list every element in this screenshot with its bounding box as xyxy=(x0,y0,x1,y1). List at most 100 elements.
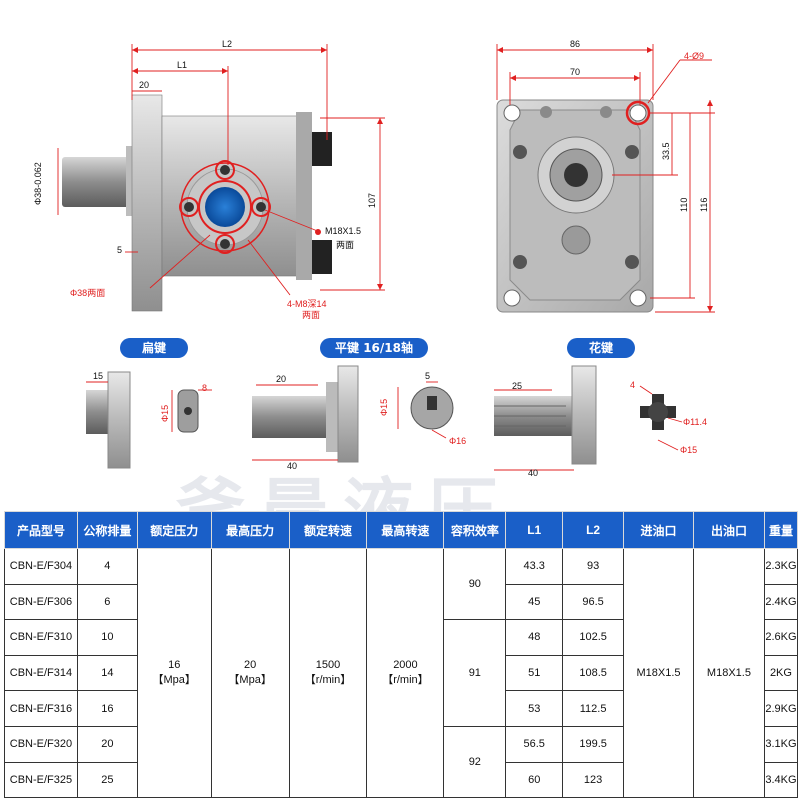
flat-key-dia: Φ15 xyxy=(160,404,170,422)
cell-rated-speed: 1500【r/min】 xyxy=(288,547,368,799)
cell-l2: 96.5 xyxy=(562,583,625,621)
flat-key-flat: 8 xyxy=(202,383,208,393)
cell-l1: 51 xyxy=(505,654,564,692)
dim-l1: L1 xyxy=(177,60,188,70)
table-row: CBN-E/F320 20 92 56.5 199.5 3.1KG xyxy=(4,725,799,799)
col-rated-speed: 额定转速 xyxy=(288,511,368,549)
cell-l2: 112.5 xyxy=(562,690,625,727)
cell-l1: 48 xyxy=(505,619,564,656)
shaft-option-spline: 花键 xyxy=(567,338,635,358)
pkey-total-len: 40 xyxy=(287,461,298,471)
cell-efficiency: 91 xyxy=(443,619,507,727)
cell-displacement: 20 xyxy=(76,725,138,763)
dim-5: 5 xyxy=(117,245,123,255)
pump-technical-drawing xyxy=(57,44,715,313)
spec-table: 产品型号 公称排量 额定压力 最高压力 额定转速 最高转速 容积效率 L1 L2… xyxy=(4,511,799,799)
cell-displacement: 10 xyxy=(76,619,138,656)
cell-l2: 123 xyxy=(562,761,625,799)
table-row: CBN-E/F316 16 53 112.5 2.9KG xyxy=(4,690,799,727)
dim-4-holes: 4-Ø9 xyxy=(684,51,705,61)
spec-table-header: 产品型号 公称排量 额定压力 最高压力 额定转速 最高转速 容积效率 L1 L2… xyxy=(4,511,799,549)
pump-side-view xyxy=(62,94,332,312)
shaft-option-parallel-key: 平键 16/18轴 xyxy=(320,338,428,358)
cell-displacement: 16 xyxy=(76,690,138,727)
spline-teeth: 4 xyxy=(630,380,636,390)
dim-flange-dia: Φ38两面 xyxy=(70,288,106,298)
pkey-key-len: 20 xyxy=(276,374,287,384)
cell-model: CBN-E/F325 xyxy=(4,761,78,799)
shaft-option-flat-key: 扁键 xyxy=(120,338,188,358)
cell-weight: 3.1KG xyxy=(763,725,799,763)
cell-displacement: 14 xyxy=(76,654,138,692)
spline-total-len: 40 xyxy=(528,468,539,478)
cell-weight: 3.4KG xyxy=(763,761,799,799)
cell-model: CBN-E/F310 xyxy=(4,619,78,656)
cell-displacement: 25 xyxy=(76,761,138,799)
cell-l2: 199.5 xyxy=(562,725,625,763)
dim-port-thread: M18X1.5 xyxy=(325,226,362,236)
col-displacement: 公称排量 xyxy=(76,511,138,549)
cell-l2: 108.5 xyxy=(562,654,625,692)
cell-l1: 60 xyxy=(505,761,564,799)
col-weight: 重量 xyxy=(763,511,799,549)
col-max-pressure: 最高压力 xyxy=(210,511,290,549)
cell-inlet: M18X1.5 xyxy=(623,547,694,799)
cell-max-pressure: 20【Mpa】 xyxy=(210,547,290,799)
table-row: CBN-E/F310 10 91 48 102.5 2.6KG xyxy=(4,619,799,727)
dim-l2: L2 xyxy=(222,39,233,49)
col-inlet: 进油口 xyxy=(623,511,694,549)
cell-weight: 2KG xyxy=(763,654,799,692)
dim-20: 20 xyxy=(139,80,150,90)
shaft-options-drawing xyxy=(86,365,683,471)
pkey-key-w: 5 xyxy=(425,371,431,381)
table-row: CBN-E/F314 14 51 108.5 2KG xyxy=(4,654,799,692)
cell-l2: 102.5 xyxy=(562,619,625,656)
dim-107: 107 xyxy=(367,192,377,208)
cell-efficiency: 92 xyxy=(443,725,507,799)
spline-outer-dia: Φ15 xyxy=(680,445,698,455)
cell-rated-pressure: 16【Mpa】 xyxy=(136,547,212,799)
cell-efficiency: 90 xyxy=(443,547,507,621)
table-row: CBN-E/F325 25 60 123 3.4KG xyxy=(4,761,799,799)
dim-33-5: 33.5 xyxy=(661,142,671,160)
col-model: 产品型号 xyxy=(4,511,78,549)
cell-l1: 43.3 xyxy=(505,548,564,585)
cell-max-speed: 2000【r/min】 xyxy=(366,547,445,799)
dim-shaft-dia: Φ38-0.062 xyxy=(33,162,43,205)
table-row: CBN-E/F304 4 16【Mpa】 20【Mpa】 1500【r/min】… xyxy=(4,547,799,799)
col-efficiency: 容积效率 xyxy=(443,511,507,549)
col-rated-pressure: 额定压力 xyxy=(136,511,212,549)
cell-outlet: M18X1.5 xyxy=(692,547,765,799)
cell-l1: 45 xyxy=(505,583,564,621)
cell-l2: 93 xyxy=(562,548,625,585)
cell-model: CBN-E/F320 xyxy=(4,725,78,763)
cell-model: CBN-E/F314 xyxy=(4,654,78,692)
cell-weight: 2.4KG xyxy=(763,583,799,621)
col-outlet: 出油口 xyxy=(692,511,765,549)
pkey-dia: Φ15 xyxy=(379,398,389,416)
cell-weight: 2.6KG xyxy=(763,619,799,656)
dim-bolt-both: 两面 xyxy=(302,310,321,320)
cell-displacement: 4 xyxy=(76,548,138,585)
col-l1: L1 xyxy=(505,511,564,549)
cell-model: CBN-E/F306 xyxy=(4,583,78,621)
dim-port-both: 两面 xyxy=(336,240,355,250)
cell-model: CBN-E/F316 xyxy=(4,690,78,727)
spline-len: 25 xyxy=(512,381,523,391)
cell-displacement: 6 xyxy=(76,583,138,621)
pump-front-view xyxy=(496,99,654,313)
dim-bolt-holes: 4-M8深14 xyxy=(287,299,327,309)
cell-l1: 56.5 xyxy=(505,725,564,763)
cell-weight: 2.3KG xyxy=(763,548,799,585)
flat-key-len: 15 xyxy=(93,371,104,381)
dim-70: 70 xyxy=(570,67,581,77)
spline-inner-dia: Φ11.4 xyxy=(683,417,708,427)
cell-weight: 2.9KG xyxy=(763,690,799,727)
dim-86: 86 xyxy=(570,39,581,49)
col-max-speed: 最高转速 xyxy=(366,511,445,549)
dim-110: 110 xyxy=(679,197,689,212)
dim-116: 116 xyxy=(699,197,709,212)
cell-model: CBN-E/F304 xyxy=(4,548,78,585)
pkey-dia2: Φ16 xyxy=(449,436,467,446)
cell-l1: 53 xyxy=(505,690,564,727)
